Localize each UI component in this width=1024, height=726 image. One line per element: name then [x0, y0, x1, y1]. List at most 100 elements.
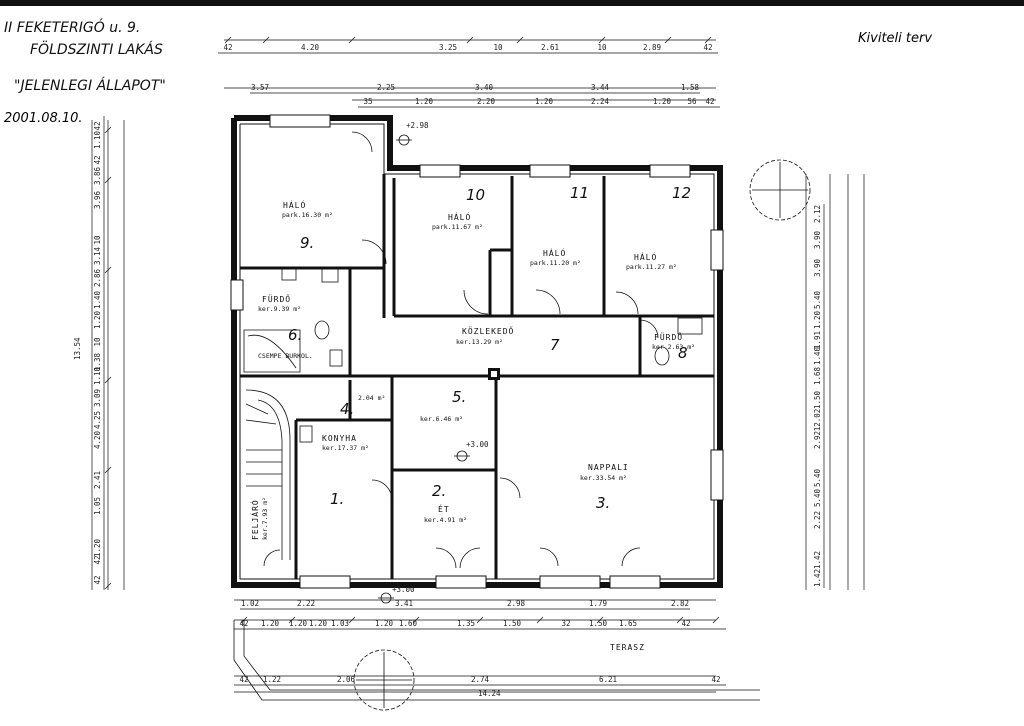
dimension-label: 2.41: [93, 471, 102, 489]
plan-stamp: Kiviteli terv: [858, 31, 932, 46]
room-name: HÁLÓ: [283, 199, 306, 210]
dimension-label: 42: [705, 97, 714, 106]
dimension-label: 2.86: [93, 268, 102, 287]
chimney-flue: [491, 371, 497, 377]
level-markers: +2.98 +3.00 +3.00: [378, 121, 489, 604]
dimension-label: 3.40: [475, 83, 494, 92]
dimension-label: 1.91: [813, 331, 822, 349]
room-name: KÖZLEKEDŐ: [462, 326, 514, 336]
room-number: 6.: [288, 326, 302, 344]
dimension-total-left: 13.54: [73, 337, 82, 360]
dimension-label: 6.21: [599, 675, 617, 684]
dimension-label: 2.12: [813, 205, 822, 223]
dimension-lines: [91, 36, 865, 693]
dimension-label: 2.74: [471, 675, 490, 684]
dimension-label: 1.42: [813, 569, 822, 587]
dimension-label: 1.10: [93, 130, 102, 149]
room-area: park.11.20 m²: [530, 259, 581, 267]
dimension-label: 1.20: [93, 310, 102, 329]
dimension-label: 1.42: [813, 551, 822, 569]
dimension-label: 1.60: [399, 619, 418, 628]
dimension-label: 10: [93, 337, 102, 347]
dimension-label: 1.02: [241, 599, 259, 608]
dimension-label: 1.50: [503, 619, 522, 628]
room-area: park.11.27 m²: [626, 263, 677, 271]
dimension-label: 1.35: [457, 619, 475, 628]
room-name: FÜRDŐ: [654, 332, 683, 342]
title-date: 2001.08.10.: [4, 111, 83, 126]
room-area: ker.17.37 m²: [322, 444, 369, 452]
dimension-label: 5.40: [813, 488, 822, 507]
dimension-label: 4.25: [93, 411, 102, 429]
dimension-label: 2.61: [541, 43, 559, 52]
room-number: 9.: [300, 234, 314, 252]
dimension-label: 2.22: [813, 511, 822, 529]
dimension-label: 1.40: [813, 346, 822, 365]
interior-walls: [240, 174, 714, 579]
room-area: ker.7.93 m²: [261, 497, 269, 540]
terrace-outline: [233, 620, 760, 701]
dimension-label: 3.90: [813, 258, 822, 277]
room-area: ker.33.54 m²: [580, 474, 627, 482]
dimension-label: 42: [703, 43, 712, 52]
dimension-label: 42: [223, 43, 232, 52]
dimension-label: 56: [687, 97, 697, 106]
room-number: 11: [570, 184, 589, 202]
dimension-label: 1.22: [263, 675, 281, 684]
dimension-label: 42: [681, 619, 690, 628]
level-label: +3.00: [466, 440, 489, 449]
dimension-label: 32: [561, 619, 570, 628]
room-area: park.11.67 m²: [432, 223, 483, 231]
room-name: HÁLÓ: [448, 211, 471, 222]
dimension-label: 1.20: [653, 97, 672, 106]
level-label: +2.98: [406, 121, 429, 130]
room-name: FELJÁRÓ: [249, 499, 260, 540]
dimension-label: 1.03: [331, 619, 349, 628]
dimension-label: 12.02: [813, 409, 822, 432]
dimension-label: 1.20: [93, 538, 102, 557]
dimension-label: 2.89: [643, 43, 661, 52]
dimension-label: 2.24: [591, 97, 610, 106]
dimension-label: 1.40: [93, 290, 102, 309]
dimension-label: 1.20: [261, 619, 280, 628]
dimension-column-left: 421.10423.863.96103.142.861.401.20101.38…: [93, 121, 102, 584]
room-area: 2.04 m²: [358, 394, 385, 402]
dimension-label: 1.20: [309, 619, 328, 628]
dimension-label: 10: [493, 43, 503, 52]
dimension-label: 1.79: [589, 599, 607, 608]
dimension-label: 42: [93, 555, 102, 564]
dimension-label: 3.90: [813, 230, 822, 249]
dimension-label: 42: [239, 619, 248, 628]
dimension-label: 3.41: [395, 599, 413, 608]
room-name: HÁLÓ: [634, 251, 657, 262]
dimension-label: 3.09: [93, 389, 102, 407]
door-swings: [263, 131, 659, 569]
room-area: ker.6.46 m²: [420, 415, 463, 423]
dimension-label: 1.10: [93, 366, 102, 385]
dimension-label: 1.50: [589, 619, 608, 628]
dimension-label: 10: [93, 235, 102, 245]
dimension-label: 2.20: [477, 97, 496, 106]
room-number: 8: [678, 344, 688, 362]
dimension-total-bottom: 14.24: [478, 689, 501, 698]
dimension-label: 1.68: [813, 366, 822, 385]
room-area: ker.9.39 m²: [258, 305, 301, 313]
room-number: 1.: [330, 490, 344, 508]
room-number: 7: [550, 336, 560, 354]
room-area: ker.4.91 m²: [424, 516, 467, 524]
dimension-label: 35: [363, 97, 372, 106]
windows: [230, 114, 724, 589]
level-label: +3.00: [392, 585, 415, 594]
room-labels: HÁLÓ park.16.30 m² 9. HÁLÓ park.11.67 m²…: [249, 184, 695, 652]
room-name: FÜRDŐ: [262, 294, 291, 304]
title-line2: FÖLDSZINTI LAKÁS: [30, 40, 163, 58]
scan-edge: [0, 0, 1024, 6]
room-area: ker.2.63 m²: [652, 343, 695, 351]
room-number: 10: [466, 186, 485, 204]
bathroom-fixtures: [243, 267, 703, 443]
room-area: park.16.30 m²: [282, 211, 333, 219]
